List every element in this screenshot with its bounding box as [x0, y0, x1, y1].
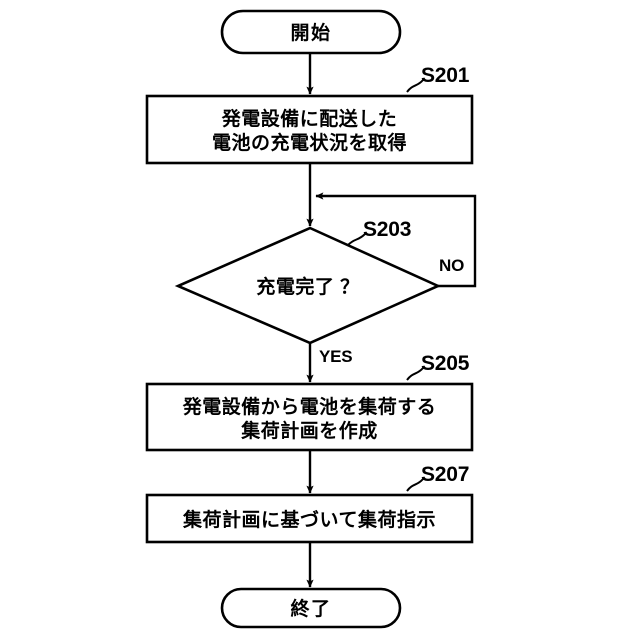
s201-step-label: S201	[421, 64, 470, 87]
connector-no-feedback-loop	[315, 192, 477, 288]
s207-leader-line	[406, 478, 424, 492]
edge-label-no: NO	[439, 256, 465, 275]
edge-label-yes: YES	[319, 347, 353, 366]
s205-leader-line	[406, 367, 424, 381]
s203-step-label: S203	[363, 218, 412, 241]
s203-decision-shape	[174, 226, 442, 345]
s205-process-shape	[145, 382, 474, 452]
s201-process-shape	[145, 94, 474, 165]
s201-leader-line	[406, 79, 424, 93]
s207-process-shape	[145, 493, 474, 544]
start-terminator-shape	[220, 9, 402, 55]
s205-step-label: S205	[421, 352, 470, 375]
s207-step-label: S207	[421, 463, 470, 486]
s203-leader-line	[347, 233, 366, 246]
end-terminator-shape	[220, 587, 402, 629]
